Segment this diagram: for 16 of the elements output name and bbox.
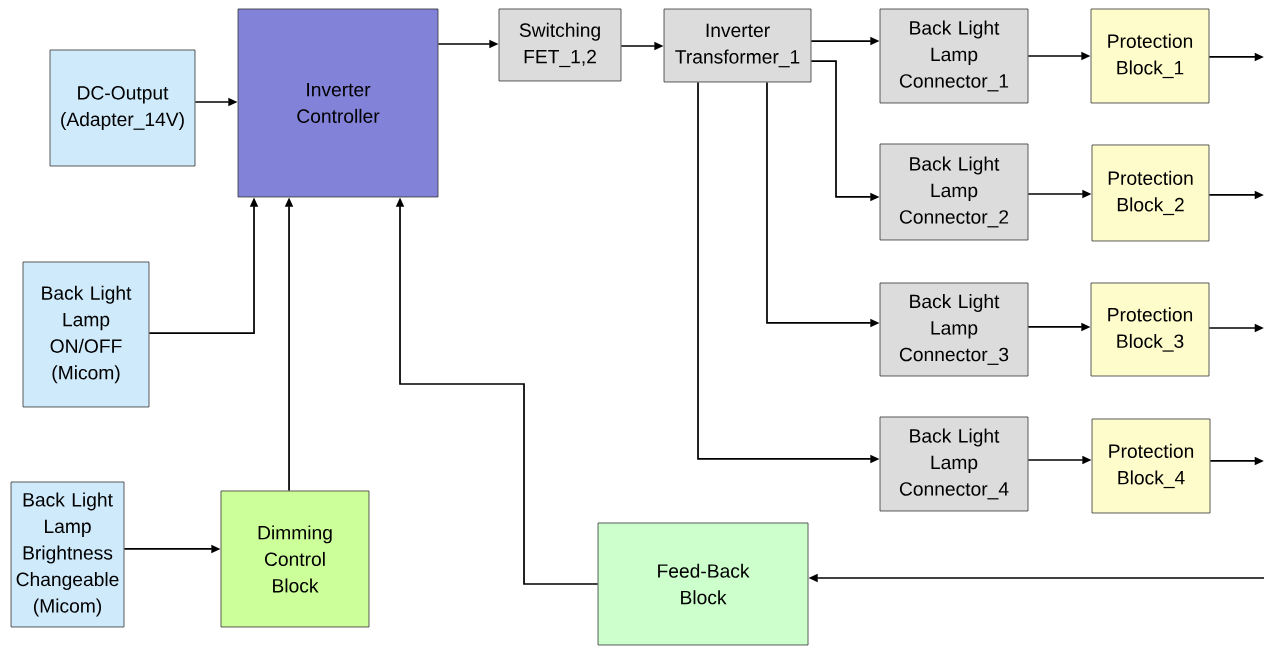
- connector-box: Back Light Lamp Connector_2: [879, 143, 1029, 241]
- protection-box: Protection Block_4: [1091, 418, 1211, 514]
- protection-box: Protection Block_2: [1091, 144, 1210, 242]
- block-box: Dimming Control Block: [220, 490, 370, 628]
- source-box: DC-Output (Adapter_14V): [49, 49, 196, 167]
- controller-box: Inverter Controller: [237, 8, 439, 198]
- source-box: Back Light Lamp ON/OFF (Micom): [22, 261, 150, 408]
- connector-box: Back Light Lamp Connector_1: [879, 8, 1029, 104]
- connector-box: Back Light Lamp Connector_4: [879, 416, 1029, 512]
- connector-box: Back Light Lamp Connector_3: [879, 282, 1029, 377]
- block-box: Switching FET_1,2: [498, 8, 622, 82]
- source-box: Back Light Lamp Brightness Changeable (Micom): [10, 481, 125, 628]
- block-box: Feed-Back Block: [597, 522, 809, 646]
- protection-box: Protection Block_1: [1090, 8, 1210, 104]
- block-box: Inverter Transformer_1: [663, 8, 812, 83]
- protection-box: Protection Block_3: [1090, 282, 1210, 377]
